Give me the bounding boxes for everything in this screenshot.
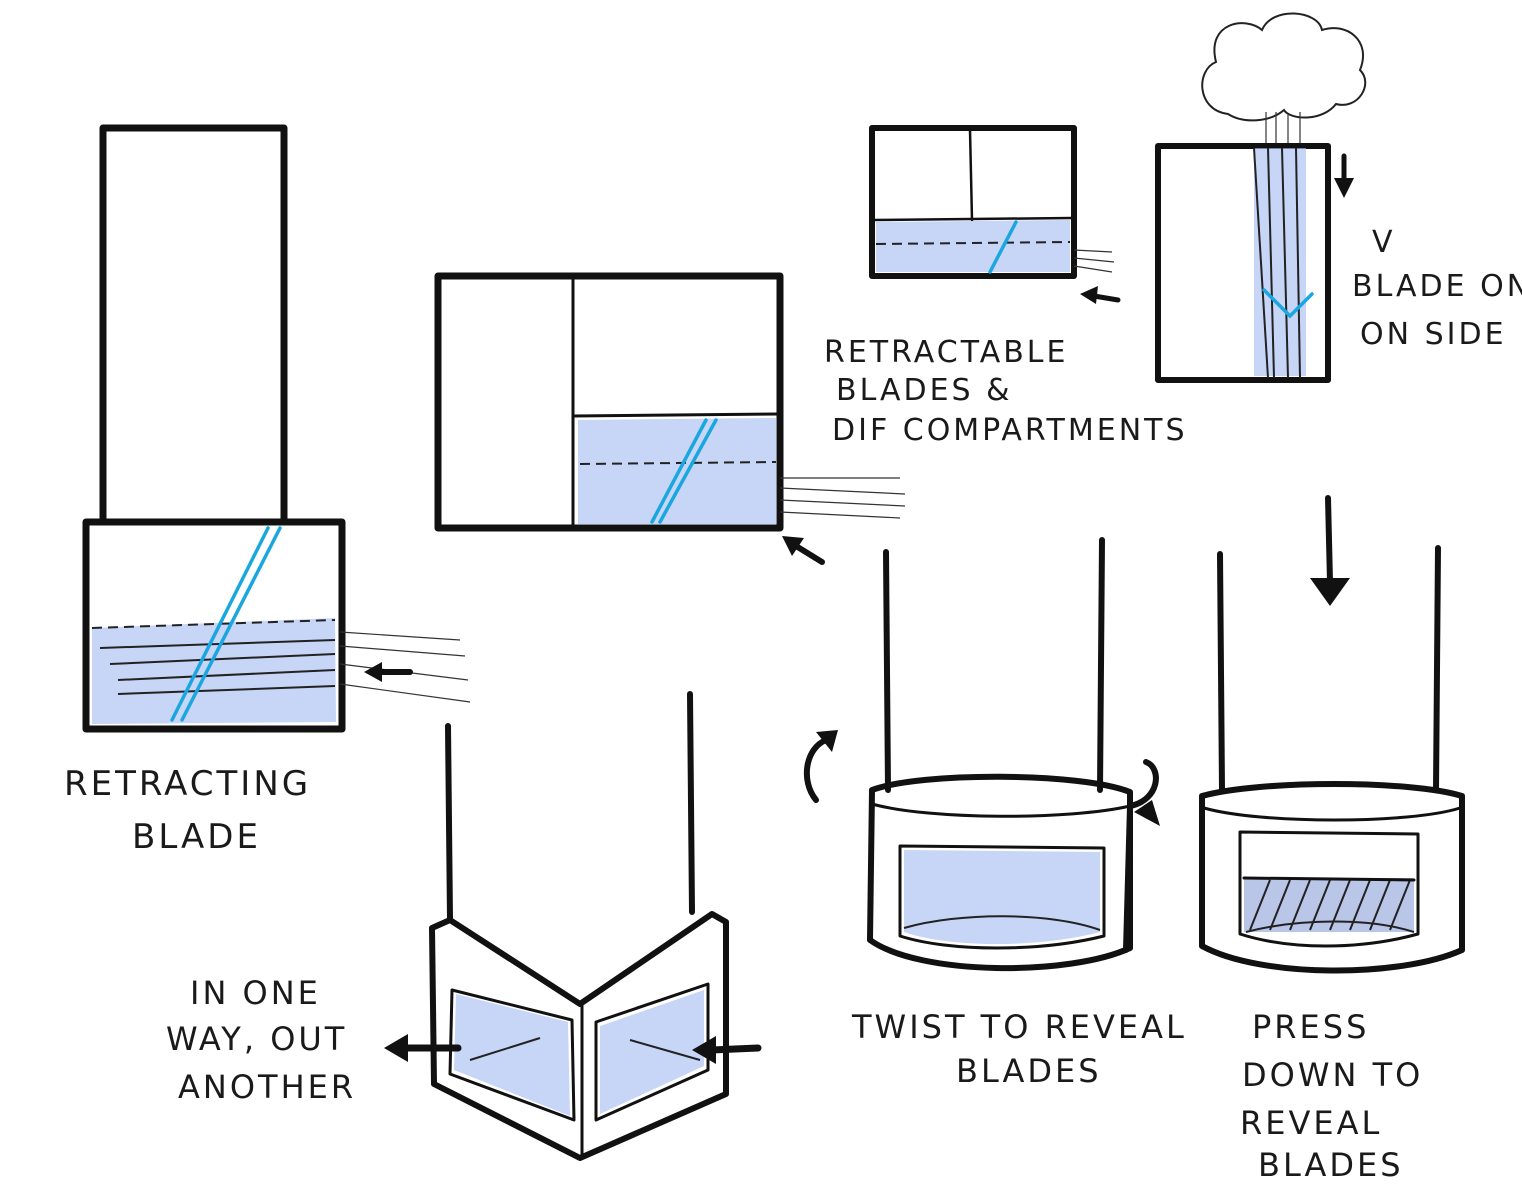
- twist-arrowhead-icon: [1134, 800, 1160, 826]
- blade-hint-right: [629, 1039, 701, 1061]
- twist-window: [898, 844, 1106, 950]
- corner-right-wall: [687, 691, 695, 915]
- blade-top-line: [1242, 876, 1416, 882]
- blade-hatch-lines: [1249, 879, 1411, 931]
- water-line: [875, 241, 1071, 245]
- twist-rotate-arc: [1123, 759, 1159, 953]
- sketch-retractable-compartments: RETRACTABLE BLADES & DIF COMPARTMENTS: [434, 272, 1188, 565]
- sketch-twist-reveal: TWIST TO REVEAL BLADES: [804, 537, 1187, 1090]
- corner-window-right: [594, 982, 710, 1122]
- container-tall-body: [99, 124, 288, 526]
- compartment-box: [434, 272, 784, 532]
- label-press-line4: BLADES: [1258, 1146, 1404, 1184]
- press-right-wall: [1433, 545, 1441, 793]
- blade-line: [180, 526, 282, 722]
- arrow-down-large-icon: [1310, 495, 1350, 606]
- label-inout-line2: WAY, OUT: [166, 1020, 347, 1058]
- water-wash: [904, 850, 1100, 944]
- label-press-line3: REVEAL: [1240, 1104, 1382, 1142]
- blade-line-2: [170, 526, 270, 722]
- water-wash: [1254, 148, 1306, 376]
- corner-base: [429, 911, 729, 1161]
- window-curve: [1245, 920, 1415, 933]
- sketch-v-blade: V BLADE ON ON SIDE: [1155, 12, 1522, 383]
- label-retracting-line2: BLADE: [132, 817, 261, 857]
- blade-line-2: [650, 418, 708, 524]
- press-base: [1199, 781, 1465, 974]
- label-press-line1: PRESS: [1252, 1008, 1369, 1046]
- water-lines: [91, 619, 336, 695]
- arrow-in-left-icon: [692, 1036, 762, 1064]
- press-window: [1238, 830, 1420, 948]
- outflow-lines: [339, 631, 471, 703]
- label-v-line1: V: [1372, 225, 1396, 260]
- label-retractable-line2: BLADES &: [836, 373, 1013, 408]
- v-blade-box: [1155, 143, 1331, 383]
- sketch-press-reveal: PRESS DOWN TO REVEAL BLADES: [1199, 545, 1465, 1184]
- sketch-small-compartment: [869, 125, 1121, 304]
- twist-right-wall: [1097, 537, 1105, 793]
- twist-base: [867, 773, 1133, 972]
- water-line: [579, 461, 777, 465]
- label-retractable-line1: RETRACTABLE: [824, 335, 1068, 370]
- steam-cloud-icon: [1201, 12, 1367, 122]
- vertical-lines: [1253, 147, 1301, 379]
- water-wash-left: [454, 994, 570, 1116]
- steam-lines: [1265, 112, 1301, 146]
- outflow-lines: [1073, 249, 1115, 273]
- sketch-retracting-blade: RETRACTING BLADE: [64, 124, 471, 857]
- small-divider-vertical: [968, 128, 974, 222]
- water-wash-right: [600, 990, 704, 1114]
- label-twist-line1: TWIST TO REVEAL: [851, 1008, 1187, 1046]
- arrow-up-left-icon: [782, 536, 825, 565]
- small-divider-horizontal: [872, 216, 1074, 222]
- corner-left-wall: [445, 723, 453, 923]
- blade-hint-left: [469, 1037, 541, 1061]
- small-box: [869, 125, 1077, 279]
- label-retractable-line3: DIF COMPARTMENTS: [832, 413, 1188, 448]
- outflow-lines: [779, 477, 906, 519]
- label-twist-line2: BLADES: [956, 1052, 1102, 1090]
- label-v-line3: ON SIDE: [1360, 317, 1507, 352]
- v-blade-shape: [1262, 288, 1314, 319]
- rotate-arrow-icon: [816, 730, 838, 752]
- label-inout-line3: ANOTHER: [178, 1068, 356, 1106]
- press-left-wall: [1217, 551, 1225, 793]
- twist-rim: [870, 802, 1132, 818]
- container-base-compartment: [82, 518, 346, 733]
- press-rim: [1202, 806, 1462, 822]
- label-press-line2: DOWN TO: [1242, 1056, 1423, 1094]
- window-curve: [903, 915, 1101, 931]
- rotate-arrow-arc: [804, 737, 829, 803]
- label-inout-line1: IN ONE: [190, 974, 321, 1012]
- arrow-left-icon: [364, 662, 413, 682]
- label-v-line2: BLADE ON: [1352, 269, 1522, 304]
- water-wash: [578, 418, 776, 524]
- blade-line: [658, 418, 718, 524]
- compartment-divider-horizontal: [571, 412, 780, 418]
- blade-line: [988, 220, 1018, 274]
- label-retracting-line1: RETRACTING: [64, 764, 311, 804]
- twist-left-wall: [883, 549, 891, 793]
- arrow-out-left-icon: [384, 1034, 462, 1062]
- sketch-in-out: IN ONE WAY, OUT ANOTHER: [166, 691, 762, 1161]
- water-wash: [876, 220, 1070, 272]
- arrow-left-icon: [1080, 286, 1121, 304]
- water-wash: [92, 618, 336, 724]
- arrow-down-icon: [1334, 153, 1354, 198]
